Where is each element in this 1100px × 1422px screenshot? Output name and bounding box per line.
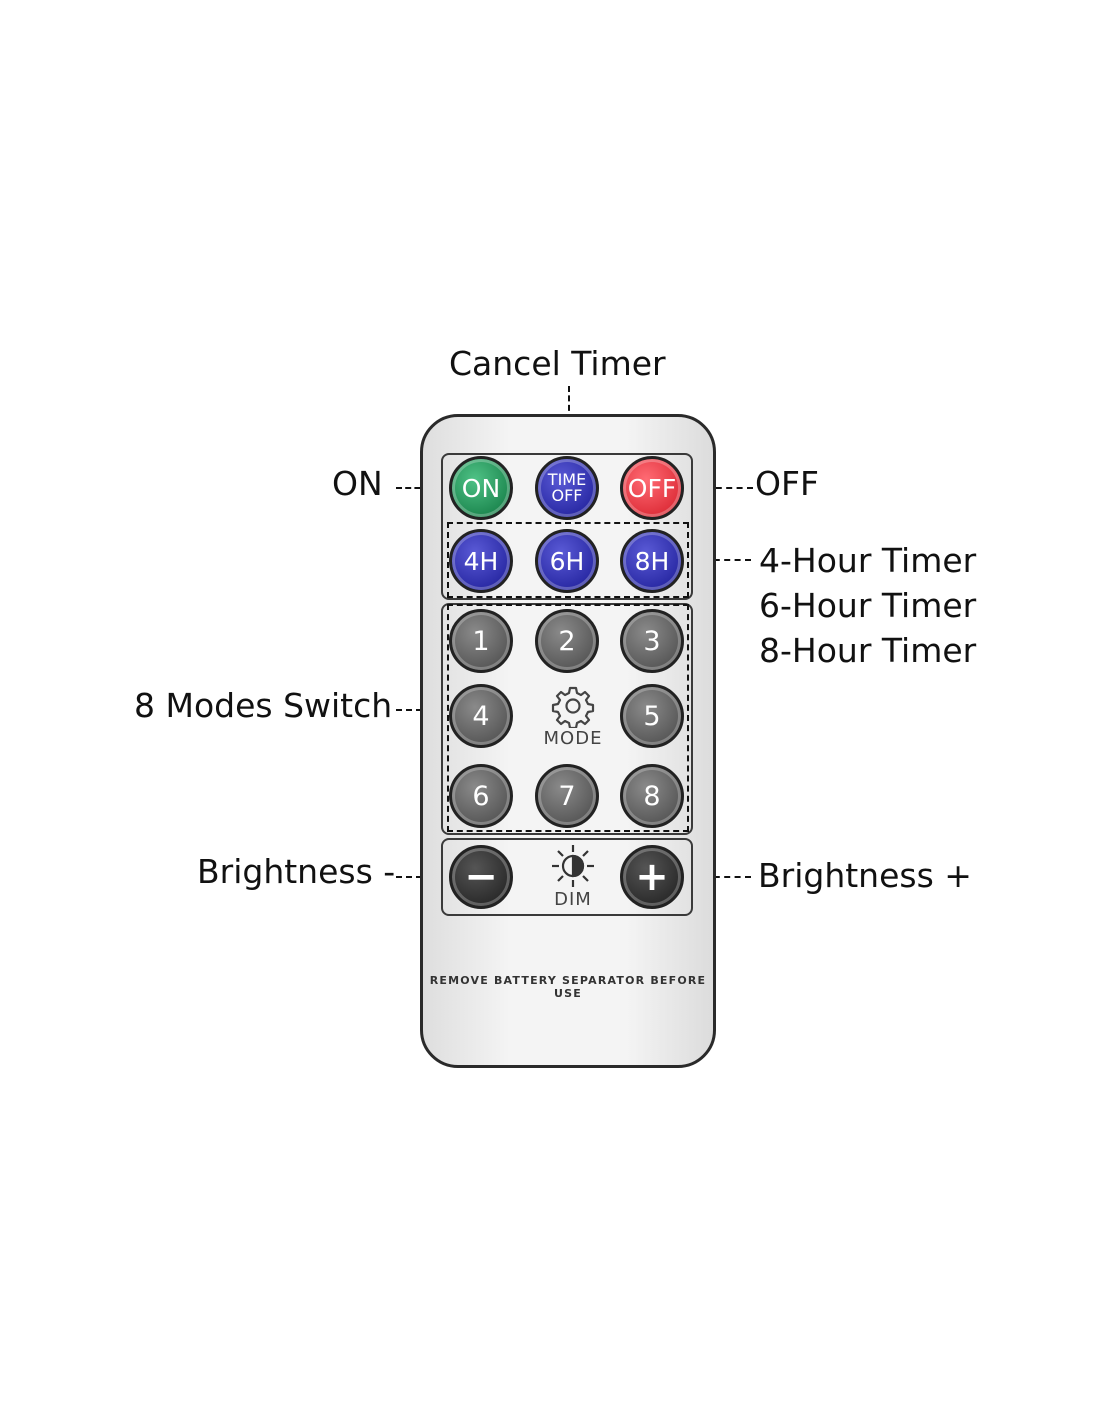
- cancel-timer-label: Cancel Timer: [449, 344, 666, 383]
- dim-indicator: DIM: [541, 843, 605, 910]
- brightness-panel: [441, 838, 693, 916]
- mode-3-label: 3: [643, 625, 661, 657]
- timer-6h-label: 6-Hour Timer: [759, 586, 977, 625]
- mode-caption: MODE: [543, 728, 603, 749]
- mode-5-label: 5: [643, 700, 661, 732]
- timer-4h-button-label: 4H: [463, 546, 499, 576]
- timer-8h-button[interactable]: 8H: [620, 529, 684, 593]
- mode-6-button[interactable]: 6: [449, 764, 513, 828]
- mode-1-label: 1: [472, 625, 490, 657]
- brightness-minus-button[interactable]: −: [449, 845, 513, 909]
- brightness-minus-label: Brightness -: [197, 852, 396, 891]
- timer-group-box: [447, 522, 689, 598]
- timer-8h-button-label: 8H: [634, 546, 670, 576]
- off-button-label: OFF: [627, 473, 677, 503]
- off-button[interactable]: OFF: [620, 456, 684, 520]
- timer-6h-button-label: 6H: [549, 546, 585, 576]
- timer-6h-button[interactable]: 6H: [535, 529, 599, 593]
- mode-3-button[interactable]: 3: [620, 609, 684, 673]
- mode-indicator: MODE: [541, 684, 605, 749]
- plus-label: +: [635, 854, 669, 900]
- mode-7-label: 7: [558, 780, 576, 812]
- timer-8h-label: 8-Hour Timer: [759, 631, 977, 670]
- mode-6-label: 6: [472, 780, 490, 812]
- modes-switch-label: 8 Modes Switch: [134, 686, 393, 725]
- battery-notice: REMOVE BATTERY SEPARATOR BEFORE USE: [429, 974, 707, 1000]
- brightness-plus-label: Brightness +: [758, 856, 972, 895]
- time-off-button[interactable]: TIME OFF: [535, 456, 599, 520]
- mode-4-button[interactable]: 4: [449, 684, 513, 748]
- mode-2-label: 2: [558, 625, 576, 657]
- sun-icon: [552, 845, 594, 887]
- minus-label: −: [464, 854, 498, 900]
- time-off-line1: TIME: [547, 470, 587, 489]
- timer-4h-button[interactable]: 4H: [449, 529, 513, 593]
- gear-icon: [551, 686, 595, 728]
- time-off-line2: OFF: [551, 486, 583, 505]
- mode-8-button[interactable]: 8: [620, 764, 684, 828]
- mode-4-label: 4: [472, 700, 490, 732]
- on-button-label: ON: [461, 473, 501, 503]
- mode-7-button[interactable]: 7: [535, 764, 599, 828]
- power-timer-panel: [441, 453, 693, 600]
- modes-group-box: [447, 604, 689, 832]
- timer-4h-label: 4-Hour Timer: [759, 541, 977, 580]
- off-label: OFF: [755, 464, 819, 503]
- dim-caption: DIM: [554, 889, 592, 910]
- mode-5-button[interactable]: 5: [620, 684, 684, 748]
- mode-2-button[interactable]: 2: [535, 609, 599, 673]
- on-button[interactable]: ON: [449, 456, 513, 520]
- brightness-plus-button[interactable]: +: [620, 845, 684, 909]
- mode-8-label: 8: [643, 780, 661, 812]
- on-label: ON: [332, 464, 383, 503]
- mode-1-button[interactable]: 1: [449, 609, 513, 673]
